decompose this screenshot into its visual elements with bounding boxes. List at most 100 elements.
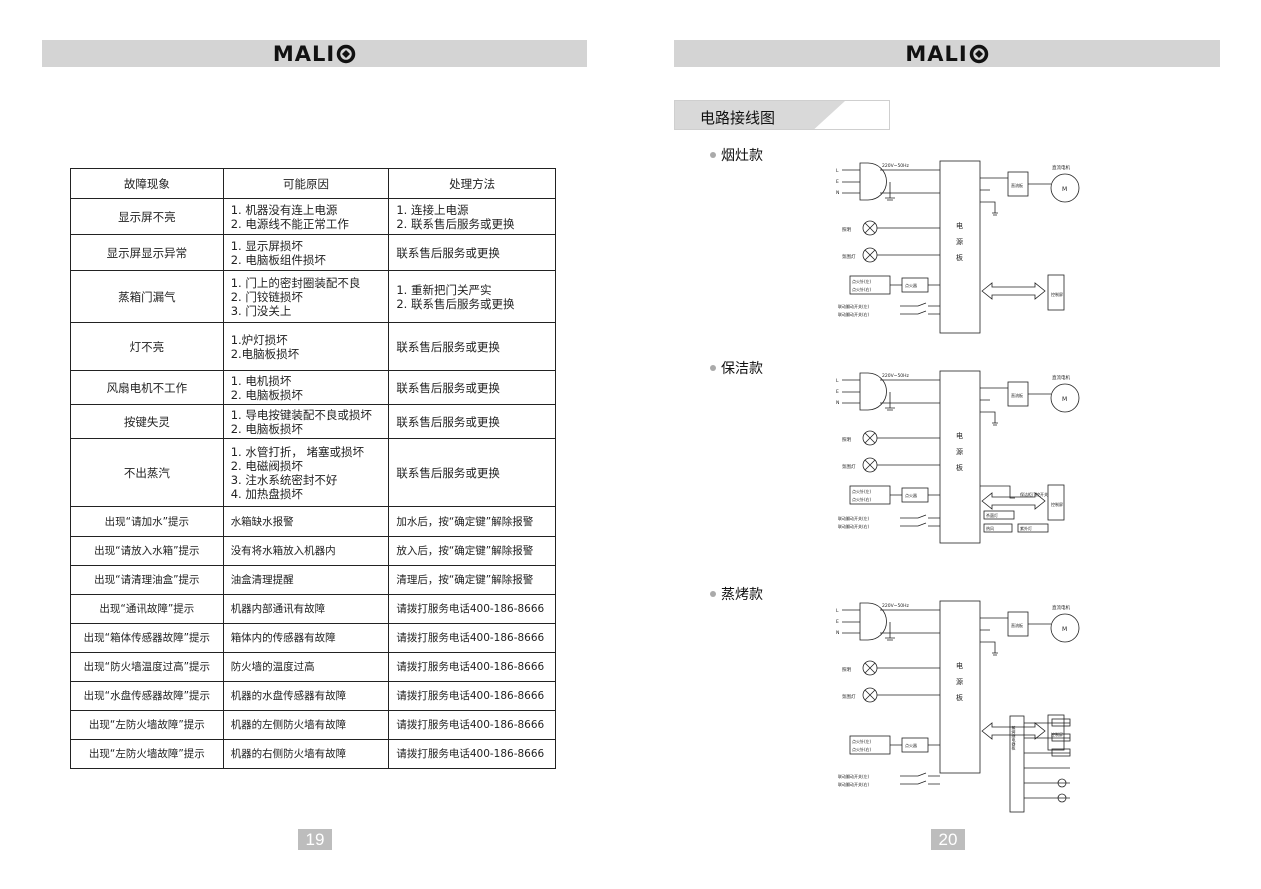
motor-title: 直流电机 bbox=[1052, 374, 1070, 381]
plug-icon bbox=[859, 162, 887, 201]
cell-line: 2. 门铰链损坏 bbox=[230, 289, 303, 304]
wiring-diagram-2: LEN220V~50Hz电源板直流板M直流电机照明氛围灯控制屏点火针(左)点火针… bbox=[836, 370, 1080, 544]
voltage-label: 220V~50Hz bbox=[882, 163, 910, 169]
voltage-label: 220V~50Hz bbox=[882, 373, 910, 379]
comm-arrow bbox=[981, 282, 1046, 300]
cell-line: 1. 重新把门关严实 bbox=[396, 282, 492, 297]
lamp-icon bbox=[1057, 793, 1067, 803]
motor-icon bbox=[1050, 383, 1080, 413]
table-row: 出现“左防火墙故障”提示机器的左侧防火墙有故障请拨打服务电话400-186-86… bbox=[70, 710, 556, 740]
cell-line: 没有将水箱放入机器内 bbox=[230, 545, 336, 557]
mains-wires bbox=[842, 379, 860, 404]
igniter-label: 点火器 bbox=[905, 492, 917, 498]
fix-cell: 放入后，按“确定键”解除报警 bbox=[388, 536, 556, 566]
control-screen-box bbox=[1047, 714, 1065, 751]
fix-cell: 联系售后服务或更换 bbox=[388, 438, 556, 507]
cell-line: 1. 导电按键装配不良或损坏 bbox=[230, 407, 372, 422]
table-row: 出现“请清理油盒”提示油盒清理提醒清理后，按“确定键”解除报警 bbox=[70, 565, 556, 595]
header-bar: MALI bbox=[674, 40, 1220, 67]
fix-cell: 加水后，按“确定键”解除报警 bbox=[388, 506, 556, 537]
symptom-cell: 风扇电机不工作 bbox=[70, 370, 224, 405]
mains-lines bbox=[880, 609, 940, 641]
switch-wires bbox=[900, 514, 940, 527]
symptom-cell: 显示屏显示异常 bbox=[70, 234, 224, 271]
cell-line: 清理后，按“确定键”解除报警 bbox=[396, 574, 534, 586]
cell-line: 请拨打服务电话400-186-8666 bbox=[396, 603, 545, 615]
ster-box bbox=[983, 523, 1013, 533]
cell-line: 1.炉灯损坏 bbox=[230, 332, 288, 347]
cause-cell: 机器的右侧防火墙有故障 bbox=[222, 739, 390, 769]
symptom-cell: 按键失灵 bbox=[70, 404, 224, 439]
cause-cell: 油盒清理提醒 bbox=[222, 565, 390, 595]
brand-logo: MALI bbox=[273, 42, 356, 66]
cell-line: 2. 电脑板损坏 bbox=[230, 421, 303, 436]
ozone-label: 氛围灯 bbox=[842, 463, 856, 470]
control-screen-box bbox=[1047, 274, 1065, 311]
table-row: 出现“通讯故障”提示机器内部通讯有故障请拨打服务电话400-186-8666 bbox=[70, 594, 556, 624]
ster-box bbox=[983, 510, 1015, 520]
board-char: 源 bbox=[956, 237, 963, 246]
cause-cell: 机器的水盘传感器有故障 bbox=[222, 681, 390, 711]
variant-label-3: 蒸烤款 bbox=[710, 584, 763, 604]
line-label-e: E bbox=[836, 619, 839, 625]
board-char: 源 bbox=[956, 447, 963, 456]
column-header: 故障现象 bbox=[70, 168, 224, 199]
control-screen-box bbox=[1047, 484, 1065, 521]
cell-line: 3. 注水系统密封不好 bbox=[230, 472, 338, 487]
page-number: 19 bbox=[298, 829, 332, 850]
table-header-row: 故障现象可能原因处理方法 bbox=[70, 168, 556, 199]
line-label-l: L bbox=[836, 608, 839, 614]
table-row: 出现“左防火墙故障”提示机器的右侧防火墙有故障 请拨打服务电话400-186-86… bbox=[70, 739, 556, 769]
light-label: 照明 bbox=[842, 437, 851, 443]
ster-label: 紫外灯 bbox=[1020, 525, 1032, 531]
line-label-l: L bbox=[836, 168, 839, 174]
page-number: 20 bbox=[931, 829, 965, 850]
ozone-label: 氛围灯 bbox=[842, 253, 856, 260]
cell-line: 加水后，按“确定键”解除报警 bbox=[396, 515, 534, 528]
fix-cell: 请拨打服务电话400-186-8666 bbox=[388, 623, 556, 653]
cell-line: 2. 联系售后服务或更换 bbox=[396, 216, 515, 231]
symptom-cell: 灯不亮 bbox=[70, 322, 224, 371]
line-label-l: L bbox=[836, 378, 839, 384]
symptom-cell: 蒸箱门漏气 bbox=[70, 270, 224, 323]
motor-title: 直流电机 bbox=[1052, 604, 1070, 611]
switch-left-label: 联动翻动开关(左) bbox=[838, 515, 870, 521]
cell-line: 防火墙的温度过高 bbox=[230, 661, 315, 673]
motor-wires bbox=[980, 177, 1051, 216]
steam-wires bbox=[1024, 722, 1070, 799]
cell-line: 请拨打服务电话400-186-8666 bbox=[396, 632, 545, 644]
symptom-cell: 显示屏不亮 bbox=[70, 198, 224, 235]
motor-icon bbox=[1050, 173, 1080, 203]
ster-box bbox=[1017, 523, 1049, 533]
load-box bbox=[1051, 733, 1071, 742]
cell-line: 1. 门上的密封圈装配不良 bbox=[230, 275, 361, 290]
variant-label-2: 保洁款 bbox=[710, 358, 763, 378]
switch-left-label: 联动翻动开关(左) bbox=[838, 303, 870, 309]
symptom-cell: 出现“左防火墙故障”提示 bbox=[70, 739, 224, 769]
wiring-diagram-3: LEN220V~50Hz电源板直流板M直流电机照明氛围灯控制屏点火针(左)点火针… bbox=[836, 600, 1080, 813]
symptom-cell: 出现“防火墙温度过高”提示 bbox=[70, 652, 224, 682]
cell-line: 1. 显示屏损坏 bbox=[230, 238, 303, 253]
igniter-label: 点火器 bbox=[905, 742, 917, 748]
ign-right-label: 点火针(右) bbox=[852, 746, 872, 752]
board-char: 板 bbox=[956, 463, 963, 472]
igniter-label: 点火器 bbox=[905, 282, 917, 288]
power-board-box bbox=[939, 600, 981, 774]
comm-arrow bbox=[981, 492, 1046, 510]
wiring-diagram-1: LEN220V~50Hz电源板直流板M直流电机照明氛围灯控制屏点火针(左)点火针… bbox=[836, 160, 1080, 334]
cell-line: 机器的右侧防火墙有故障 bbox=[230, 748, 347, 760]
cell-line: 放入后，按“确定键”解除报警 bbox=[396, 545, 534, 557]
cell-line: 请拨打服务电话400-186-8666 bbox=[396, 748, 545, 760]
table-row: 出现“请放入水箱”提示没有将水箱放入机器内放入后，按“确定键”解除报警 bbox=[70, 536, 556, 566]
plug-icon bbox=[859, 602, 887, 641]
cell-line: 2. 电脑板组件损坏 bbox=[230, 252, 326, 267]
symptom-cell: 出现“箱体传感器故障”提示 bbox=[70, 623, 224, 653]
table-row: 出现“箱体传感器故障”提示箱体内的传感器有故障请拨打服务电话400-186-86… bbox=[70, 623, 556, 653]
